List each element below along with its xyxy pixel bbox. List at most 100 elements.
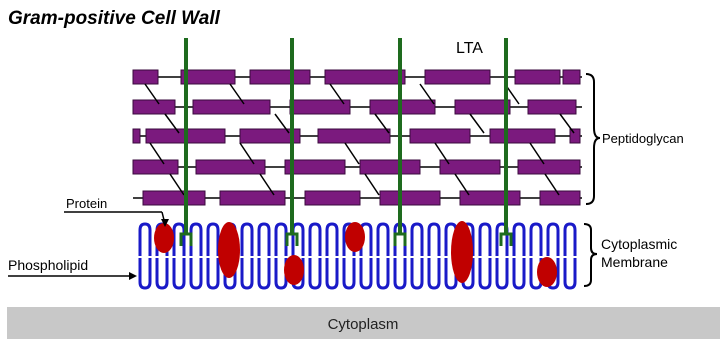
cross-link [164, 113, 180, 134]
protein [537, 257, 557, 287]
peptidoglycan-label: Peptidoglycan [602, 131, 684, 146]
glycan-strand [439, 159, 501, 175]
cross-link [559, 113, 575, 134]
phospholipid-lower [223, 258, 237, 290]
phospholipid-lower [138, 258, 152, 290]
glycan-strand [219, 190, 286, 206]
lta-anchor [393, 232, 407, 246]
cross-link [274, 113, 290, 134]
glycan-strand [514, 69, 561, 85]
cytoplasmic-membrane-label-line2: Membrane [601, 254, 668, 270]
protein [218, 222, 240, 278]
glycan-strand [142, 190, 206, 206]
cytoplasmic-membrane-layer [138, 222, 577, 290]
cross-link [344, 142, 360, 165]
glycan-strand [132, 69, 159, 85]
phospholipid-upper [563, 222, 577, 256]
cross-link [469, 113, 485, 134]
glycan-strand [517, 159, 581, 175]
phospholipid-upper [325, 222, 339, 256]
cross-link [454, 173, 470, 196]
glycan-strand [289, 99, 351, 115]
glycan-strand [359, 159, 421, 175]
glycan-strand [317, 128, 391, 144]
cross-link [419, 83, 435, 105]
lta-strands [179, 38, 513, 246]
glycan-strand [132, 159, 179, 175]
phospholipid-upper [274, 222, 288, 256]
cross-link [229, 83, 245, 105]
phospholipid-lower [206, 258, 220, 290]
glycan-strand [304, 190, 361, 206]
phospholipid-lower [444, 258, 458, 290]
phospholipid-lower [495, 258, 509, 290]
glycan-strand [459, 190, 521, 206]
phospholipid-upper [206, 222, 220, 256]
cross-link [239, 142, 255, 165]
lta-anchor [179, 232, 193, 246]
protein-label: Protein [66, 196, 107, 211]
lta-anchor [285, 232, 299, 246]
phospholipid-lower [393, 258, 407, 290]
phospholipid-lower [563, 258, 577, 290]
diagram-title: Gram-positive Cell Wall [8, 8, 221, 29]
glycan-strand [180, 69, 236, 85]
glycan-strand [562, 69, 581, 85]
glycan-strand [249, 69, 311, 85]
cross-link [329, 83, 345, 105]
membrane-brace [583, 223, 598, 287]
lta-label: LTA [456, 40, 483, 57]
glycan-strand [379, 190, 441, 206]
phospholipid-upper [138, 222, 152, 256]
protein [154, 223, 174, 253]
phospholipid-lower [478, 258, 492, 290]
phospholipid-lower [325, 258, 339, 290]
phospholipid-lower [155, 258, 169, 290]
phospholipid-upper [529, 222, 543, 256]
phospholipid-lower [512, 258, 526, 290]
glycan-strand [489, 128, 556, 144]
membrane-proteins [154, 221, 557, 287]
cytoplasm-label: Cytoplasm [328, 316, 399, 333]
phospholipid-upper [240, 222, 254, 256]
glycan-strand [369, 99, 436, 115]
phospholipid-lower [359, 258, 373, 290]
protein [284, 255, 304, 285]
phospholipid-upper [376, 222, 390, 256]
cross-link [364, 173, 380, 196]
glycan-strand [195, 159, 266, 175]
phospholipid-lower [410, 258, 424, 290]
cytoplasmic-membrane-label-line1: Cytoplasmic [601, 236, 677, 252]
protein-arrowhead [161, 219, 169, 227]
lta-anchor [499, 232, 513, 246]
protein [451, 221, 473, 283]
cross-link [529, 142, 545, 165]
phospholipid-lower [427, 258, 441, 290]
peptidoglycan-brace [585, 73, 601, 205]
phospholipid-lower [461, 258, 475, 290]
cross-link [434, 142, 450, 165]
phospholipid-lower [274, 258, 288, 290]
glycan-strand [527, 99, 577, 115]
cross-link [149, 142, 165, 165]
peptidoglycan-layer [132, 69, 582, 206]
glycan-strand [539, 190, 581, 206]
phospholipid-lower [240, 258, 254, 290]
phospholipid-lower [172, 258, 186, 290]
cross-link [259, 173, 275, 196]
cross-link [144, 83, 160, 105]
glycan-strand [454, 99, 511, 115]
glycan-strand [409, 128, 471, 144]
cross-link [544, 173, 560, 196]
phospholipid-upper [308, 222, 322, 256]
phospholipid-upper [546, 222, 560, 256]
glycan-strand [284, 159, 346, 175]
glycan-strand [132, 128, 141, 144]
phospholipid-arrowhead [129, 272, 137, 280]
glycan-strand [239, 128, 301, 144]
glycan-strand [324, 69, 406, 85]
phospholipid-upper [427, 222, 441, 256]
phospholipid-upper [172, 222, 186, 256]
phospholipid-lower [342, 258, 356, 290]
